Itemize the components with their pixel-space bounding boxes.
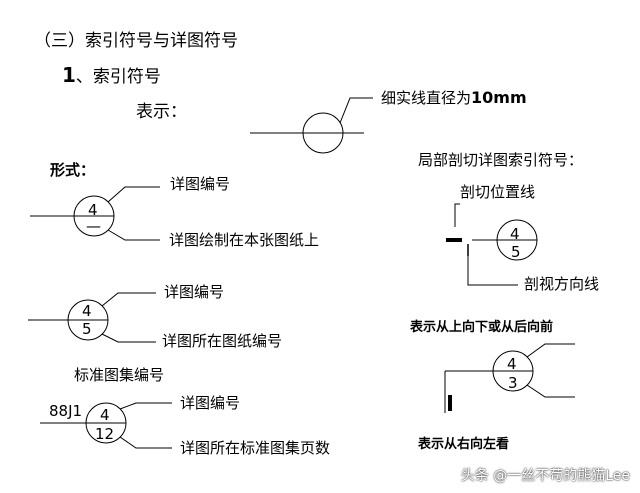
symbol2-top-number: 4 <box>82 302 92 320</box>
watermark: 头条 @一丝不苟的熊猫Lee <box>460 468 630 484</box>
label-thin-line-prefix: 细实线直径为 <box>381 89 472 107</box>
symbol2-pointer-top <box>101 292 156 307</box>
label-cut-position-line: 剖切位置线 <box>460 183 536 201</box>
symbol4-top-number: 4 <box>510 225 520 243</box>
symbol3-atlas-prefix: 88J1 <box>49 402 83 420</box>
demo-index-circle <box>250 97 373 154</box>
subsection-number: 1 <box>62 63 76 87</box>
label-xingshi: 形式： <box>50 161 96 179</box>
symbol4-bottom-number: 5 <box>511 243 521 261</box>
symbol1-pointer-bottom <box>107 229 160 241</box>
symbol5-bottom-number: 3 <box>508 374 518 392</box>
demo-pointer <box>339 97 373 124</box>
symbol1-top-number: 4 <box>88 201 98 219</box>
label-thin-line-value: 10mm <box>471 88 527 107</box>
symbol1-bottom-dash: — <box>86 217 101 235</box>
symbol3-pointer-bottom <box>119 436 172 449</box>
label-drawn-on-same-sheet: 详图绘制在本张图纸上 <box>169 231 320 249</box>
label-top-down-note: 表示从上向下或从后向前 <box>410 320 554 335</box>
view-direction-pointer <box>467 244 518 286</box>
symbol5-pointer-top <box>526 343 575 358</box>
label-sheet-number: 详图所在图纸编号 <box>162 332 283 350</box>
symbol2-pointer-bottom <box>101 333 156 343</box>
symbol1-pointer-top <box>107 186 160 203</box>
subsection-title: 1、索引符号 <box>62 65 161 86</box>
symbol2 <box>28 292 156 343</box>
label-biaoshi: 表示： <box>136 102 187 122</box>
symbol4-section <box>454 203 538 286</box>
symbol3-top-number: 4 <box>100 406 110 424</box>
symbol5-pointer-bottom <box>526 384 575 398</box>
subsection-label: 索引符号 <box>92 67 161 87</box>
label-right-left-note: 表示从右向左看 <box>418 437 510 452</box>
label-detail-number-2: 详图编号 <box>164 283 225 301</box>
symbol3 <box>40 402 172 449</box>
symbol5-top-number: 4 <box>507 355 517 373</box>
subsection-separator: 、 <box>75 67 93 87</box>
symbol3-pointer-top <box>119 402 172 410</box>
symbol5-section <box>444 343 575 413</box>
label-std-atlas-number: 标准图集编号 <box>74 366 165 384</box>
label-section-index-title: 局部剖切详图索引符号： <box>418 151 584 169</box>
symbol2-bottom-number: 5 <box>82 320 92 338</box>
label-view-direction-line: 剖视方向线 <box>524 275 600 293</box>
symbol3-bottom-number: 12 <box>95 425 115 443</box>
section-title: （三）索引符号与详图符号 <box>34 31 238 51</box>
demo-circle <box>302 112 344 154</box>
cut-position-pointer <box>454 203 460 227</box>
label-std-atlas-page: 详图所在标准图集页数 <box>180 439 331 457</box>
symbol1 <box>30 186 160 241</box>
label-detail-number-1: 详图编号 <box>170 175 231 193</box>
label-detail-number-3: 详图编号 <box>180 394 241 412</box>
label-thin-line-diameter: 细实线直径为10mm <box>381 90 527 106</box>
